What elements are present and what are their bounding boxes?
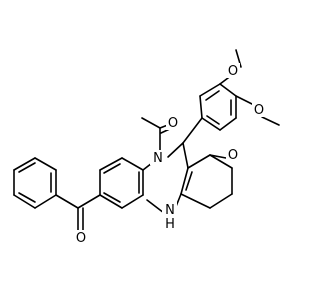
atom-n-amine: N <box>165 203 175 218</box>
atom-n-top: N <box>153 151 163 166</box>
atom-o-acetyl: O <box>168 116 178 131</box>
methoxy-group-right <box>235 95 280 126</box>
atom-o-ketone: O <box>228 148 238 163</box>
diazepine-ring <box>142 142 189 214</box>
benzoyl-group <box>55 194 101 231</box>
atom-o-benzoyl: O <box>76 231 86 246</box>
dimethoxyphenyl-ring <box>199 83 237 131</box>
phenyl-ring <box>13 157 57 209</box>
atom-h-amine: H <box>165 217 175 232</box>
atom-labels: O O O N O O N H <box>74 63 266 246</box>
benzo-ring <box>99 157 144 209</box>
atom-o-methoxy-right: O <box>254 103 264 118</box>
atom-o-methoxy-top: O <box>228 64 238 79</box>
ketone-group <box>209 154 227 159</box>
structure-canvas: O O O N O O N H <box>13 49 280 246</box>
aryl-ch-bond <box>182 117 203 144</box>
molecule-drawing: O O O N O O N H <box>13 49 280 246</box>
cyclohexenone-ring <box>180 154 233 209</box>
